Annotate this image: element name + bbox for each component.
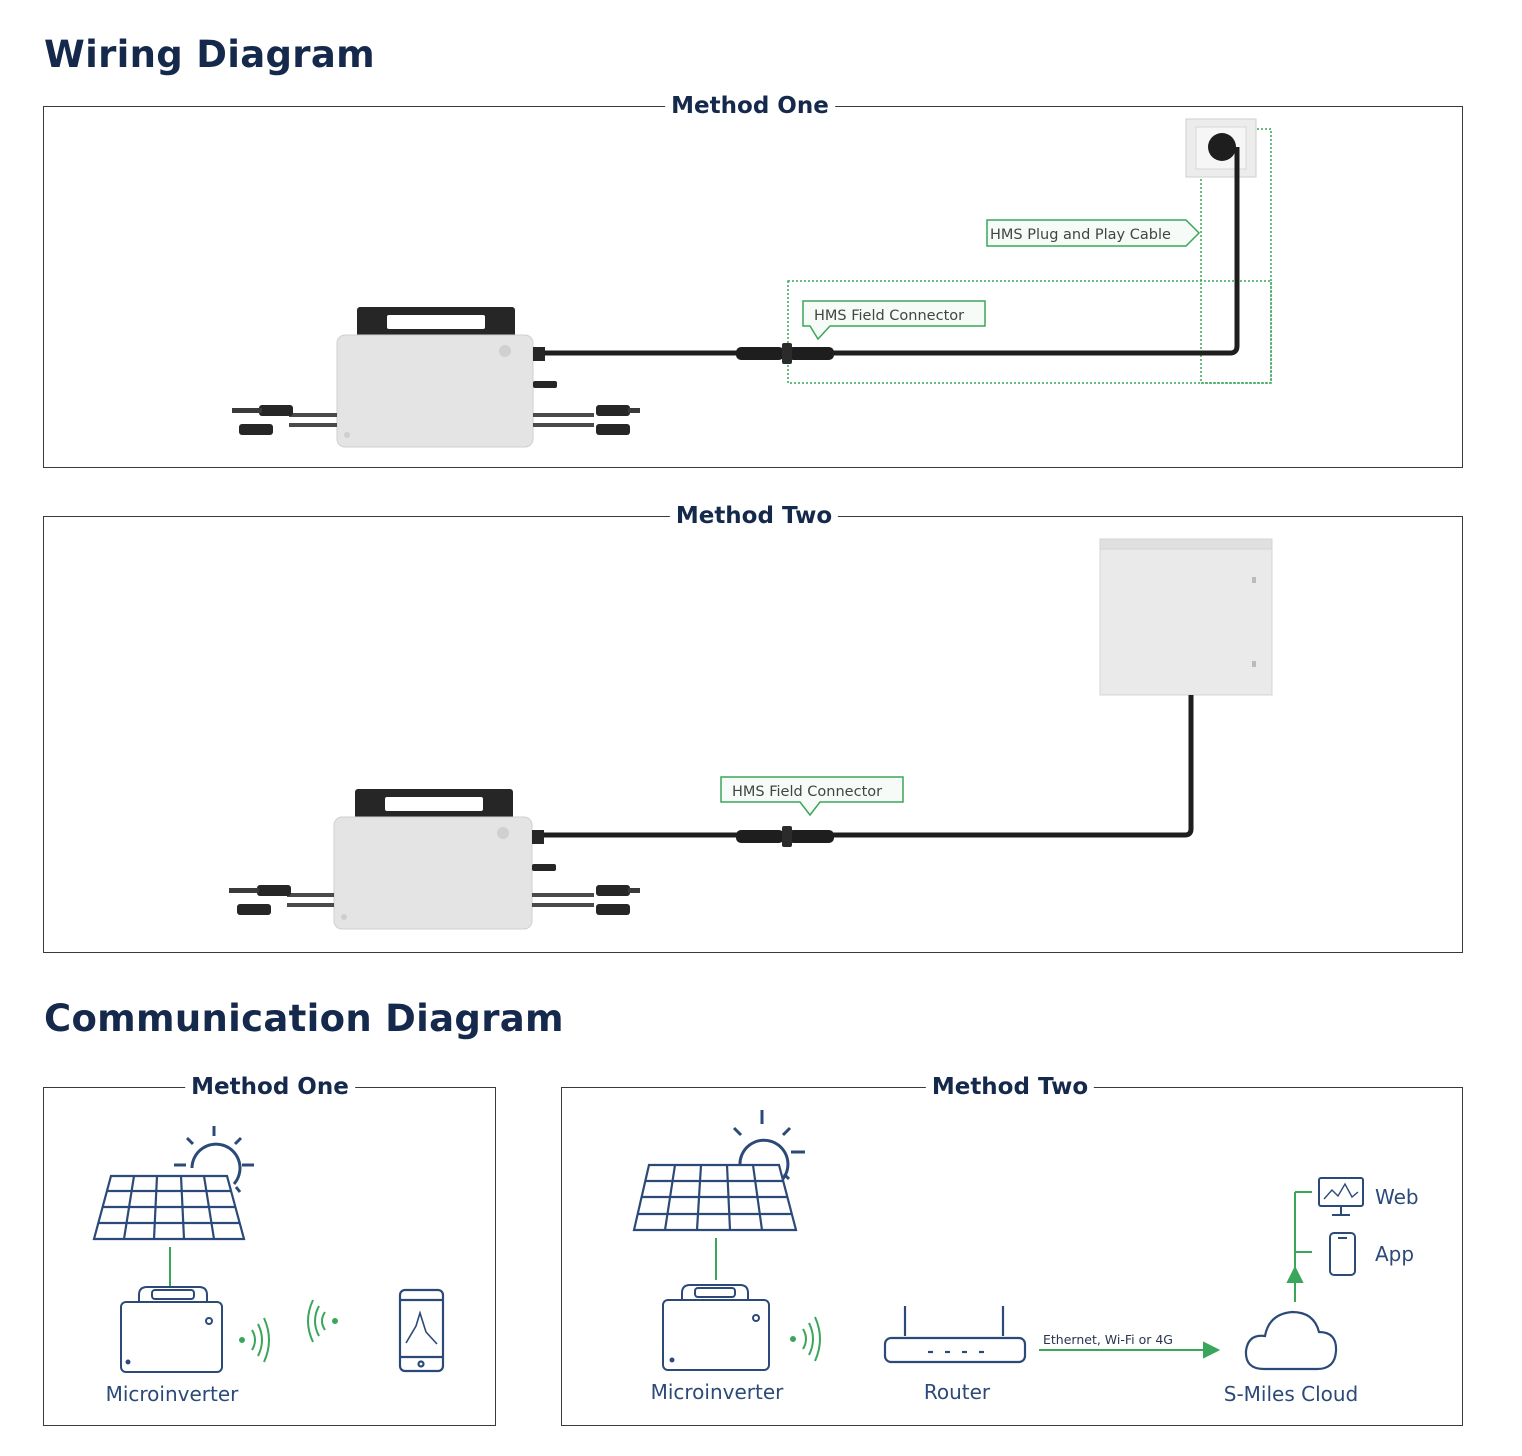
microinverter-icon-two <box>662 1284 770 1371</box>
comm-method-one-panel: Method One <box>43 1073 496 1426</box>
sun-icon <box>174 1126 254 1193</box>
router-label: Router <box>924 1380 991 1404</box>
comm-method-one-title: Method One <box>185 1073 355 1101</box>
wiring-method-one-panel: Method One <box>43 92 1463 468</box>
comm-method-one-drawing: Microinverter <box>92 1126 445 1406</box>
field-connector-label-one: HMS Field Connector <box>814 308 964 324</box>
web-label: Web <box>1375 1185 1419 1209</box>
wiring-diagram-heading: Wiring Diagram <box>44 33 375 76</box>
wireless-signal-icon <box>239 1317 270 1363</box>
wiring-method-two-panel: Method Two <box>43 502 1463 953</box>
router-icon <box>883 1306 1027 1364</box>
plug-cable-label: HMS Plug and Play Cable <box>990 227 1171 243</box>
wiring-method-one-title: Method One <box>665 92 835 120</box>
plug-cable-highlight <box>1200 128 1272 384</box>
microinverter-device-icon-two <box>229 789 640 930</box>
wireless-signal-icon-two <box>790 1316 821 1362</box>
network-link-arrow <box>1039 1341 1221 1359</box>
app-label: App <box>1375 1242 1414 1266</box>
field-connector-icon-two <box>736 826 834 847</box>
field-connector-label-two: HMS Field Connector <box>732 784 882 800</box>
phone-icon <box>398 1288 445 1373</box>
comm-method-two-drawing: Ethernet, Wi-Fi or 4G Web App Microinver… <box>632 1110 1419 1406</box>
comm-one-microinverter-label: Microinverter <box>106 1382 240 1406</box>
cloud-icon <box>1244 1310 1338 1371</box>
microinverter-icon <box>120 1286 223 1373</box>
solar-panel-icon-two <box>632 1163 798 1232</box>
network-link-label: Ethernet, Wi-Fi or 4G <box>1043 1332 1173 1347</box>
distribution-box-icon <box>1099 538 1273 696</box>
wiring-method-one-drawing: HMS Plug and Play Cable HMS Field Connec… <box>232 118 1272 448</box>
comm-method-two-title: Method Two <box>925 1073 1095 1101</box>
wiring-method-two-title: Method Two <box>669 502 839 530</box>
app-phone-icon <box>1329 1232 1356 1276</box>
wiring-method-two-drawing: HMS Field Connector <box>229 538 1273 930</box>
field-connector-callout-one: HMS Field Connector <box>802 300 986 341</box>
solar-panel-icon <box>92 1174 246 1241</box>
microinverter-device-icon <box>232 307 640 448</box>
plug-cable-callout: HMS Plug and Play Cable <box>986 219 1201 247</box>
communication-diagram-heading: Communication Diagram <box>44 997 564 1040</box>
comm-method-two-panel: Method Two <box>561 1073 1463 1426</box>
wireless-receive-icon <box>307 1299 338 1343</box>
ac-cable-two <box>541 695 1194 838</box>
cloud-uplink-arrow <box>1286 1191 1312 1302</box>
ac-cable <box>541 147 1240 356</box>
comm-two-microinverter-label: Microinverter <box>651 1380 785 1404</box>
field-connector-highlight <box>787 280 1272 384</box>
cloud-label: S-Miles Cloud <box>1224 1382 1359 1406</box>
web-monitor-icon <box>1318 1177 1364 1216</box>
field-connector-icon <box>736 343 834 364</box>
wall-socket-icon <box>1185 118 1257 178</box>
field-connector-callout-two: HMS Field Connector <box>720 776 904 817</box>
